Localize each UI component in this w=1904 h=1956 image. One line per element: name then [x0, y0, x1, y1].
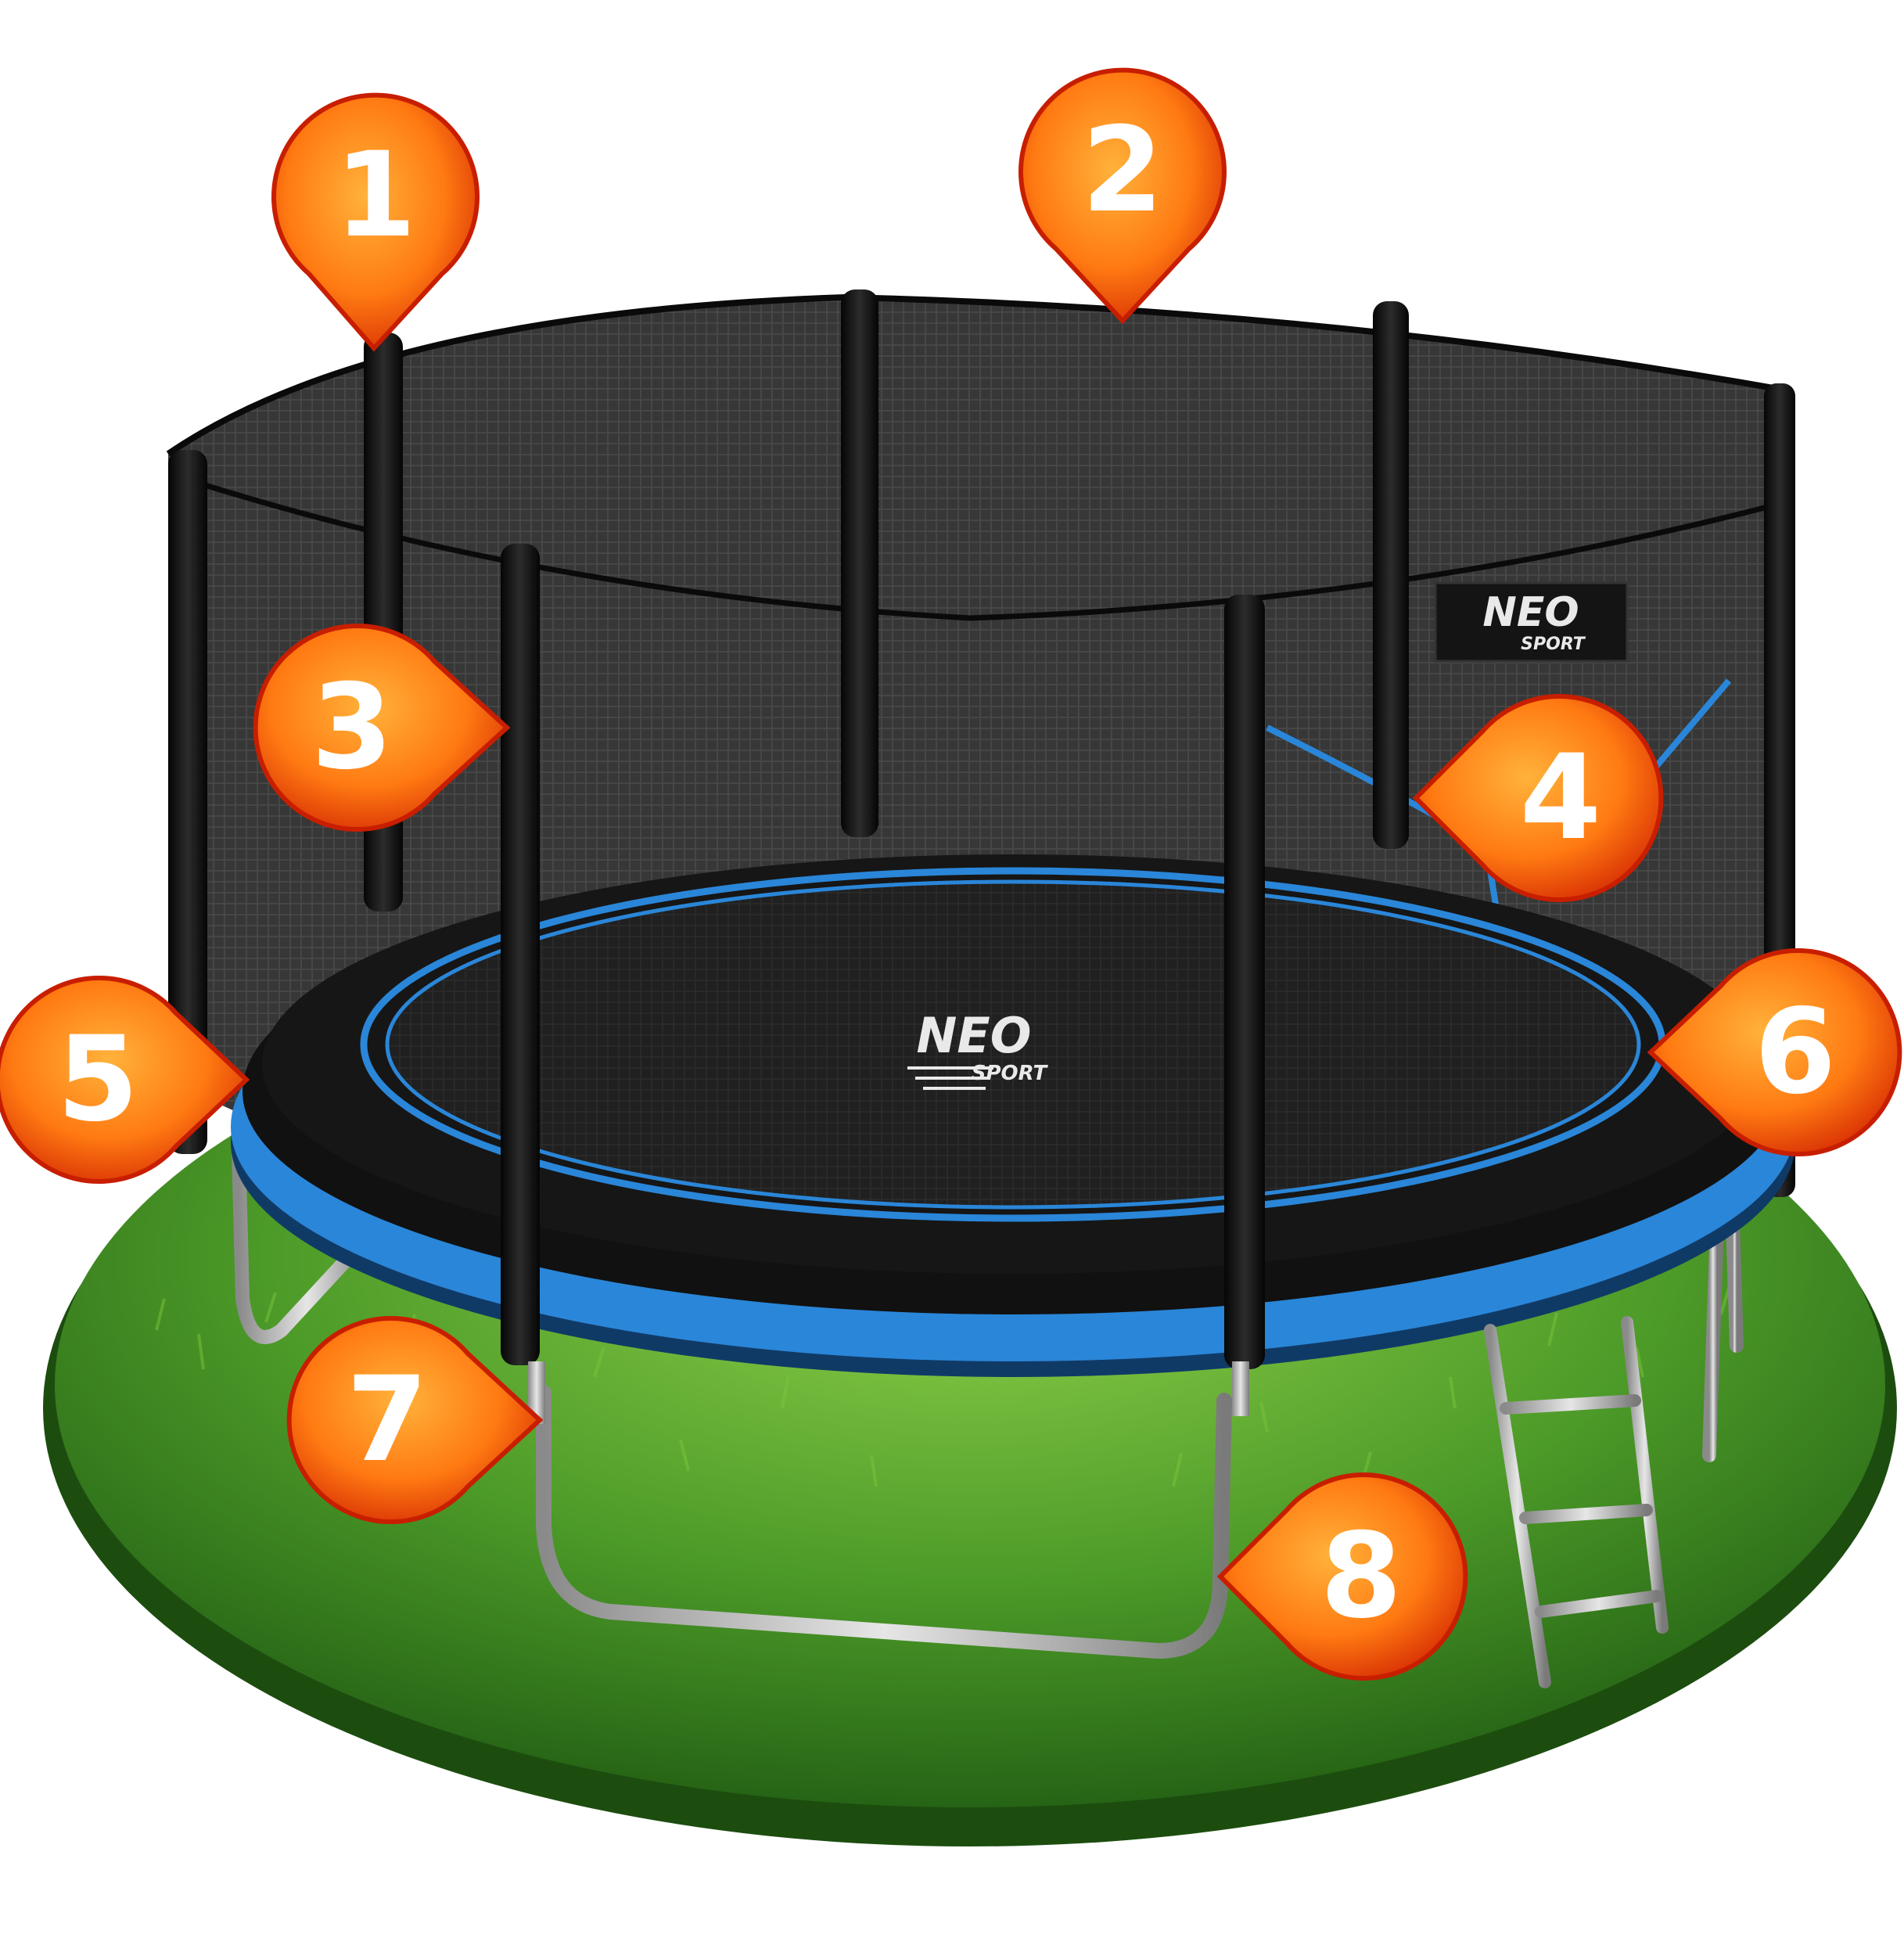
- marker-8: 8: [1216, 1472, 1468, 1681]
- ladder: [1484, 1316, 1669, 1688]
- marker-3: 3: [253, 624, 511, 832]
- marker-7: 7: [286, 1316, 544, 1524]
- jumping-mat: [387, 882, 1639, 1207]
- mat-logo-sub: SPORT: [972, 1062, 1049, 1085]
- marker-6-number: 6: [1755, 984, 1836, 1120]
- leg-pole-connector: [528, 1361, 545, 1424]
- net-logo-sub: SPORT: [1521, 635, 1586, 654]
- marker-2: 2: [1018, 67, 1227, 325]
- padded-pole-foam: [1224, 595, 1265, 1369]
- marker-4: 4: [1412, 694, 1664, 902]
- pole: [1373, 301, 1409, 849]
- net-logo-main: NEO: [1482, 589, 1579, 636]
- front-legs: [536, 1385, 1232, 1659]
- marker-1-number: 1: [335, 128, 416, 264]
- pole: [168, 450, 207, 1154]
- back-legs: [232, 1143, 1744, 1462]
- marker-8-number: 8: [1320, 1508, 1402, 1645]
- marker-4-number: 4: [1520, 730, 1601, 866]
- front-poles: [501, 544, 1265, 1424]
- pole: [841, 289, 878, 837]
- marker-5: 5: [0, 976, 250, 1184]
- padded-pole-foam: [501, 544, 540, 1365]
- w-shaped-leg: [536, 1385, 1232, 1659]
- net-logo-patch: NEO SPORT: [1434, 581, 1629, 663]
- marker-7-number: 7: [347, 1352, 428, 1488]
- marker-5-number: 5: [57, 1012, 138, 1148]
- marker-1: 1: [271, 92, 480, 352]
- marker-3-number: 3: [311, 660, 393, 796]
- marker-2-number: 2: [1082, 102, 1163, 239]
- callout-markers: 1 2 3 4 5 6 7: [0, 67, 1902, 1681]
- leg-pole-connector: [1232, 1361, 1249, 1416]
- trampoline-body: NEO SPORT: [231, 854, 1795, 1377]
- marker-6: 6: [1647, 948, 1902, 1156]
- mat-logo: NEO SPORT: [907, 1007, 1049, 1090]
- mat-logo-main: NEO: [917, 1007, 1032, 1064]
